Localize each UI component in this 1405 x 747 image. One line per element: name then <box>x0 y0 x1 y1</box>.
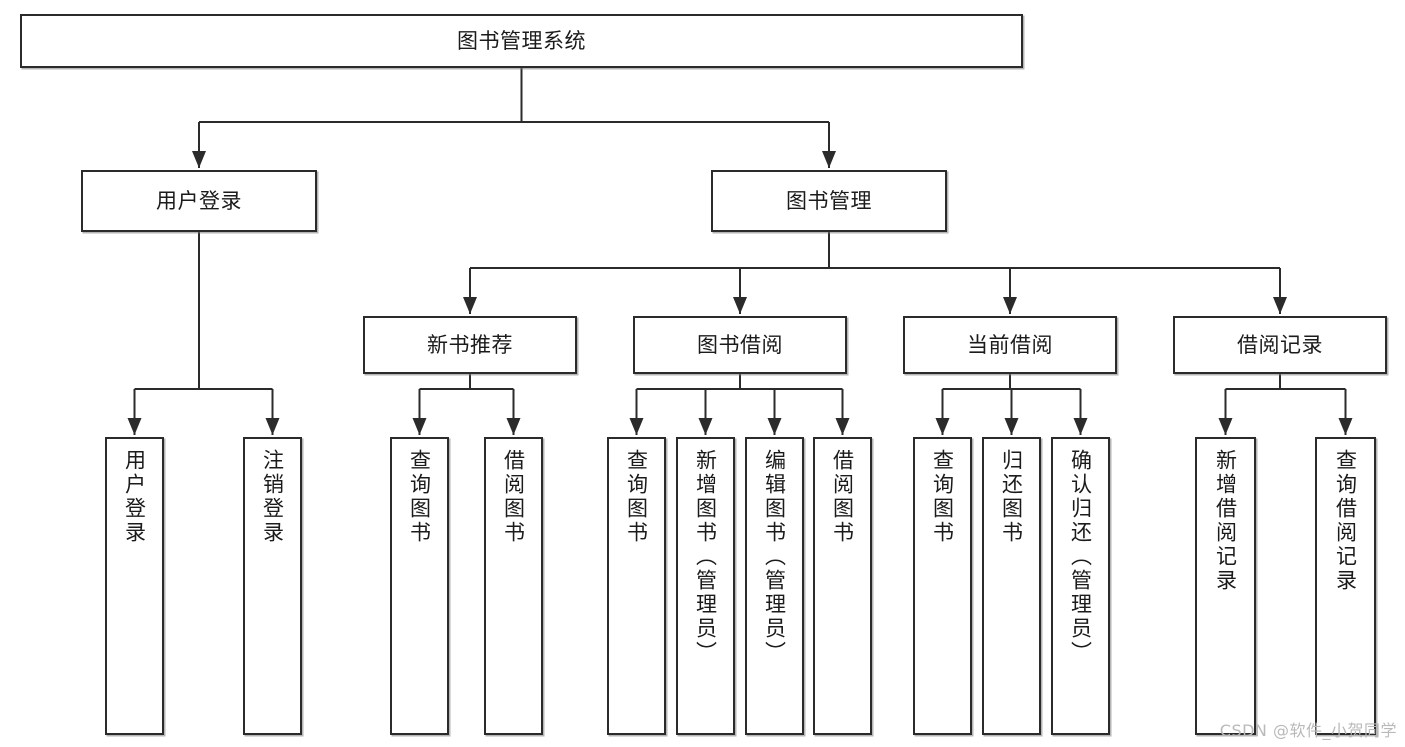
node-leaf-nb-query[interactable]: 查询图书 <box>390 437 449 735</box>
node-newbook[interactable]: 新书推荐 <box>363 316 577 374</box>
arrowhead-login <box>192 151 206 168</box>
node-leaf-user-login[interactable]: 用户登录 <box>105 437 164 735</box>
node-records[interactable]: 借阅记录 <box>1173 316 1387 374</box>
node-label: 借阅图书 <box>830 449 855 545</box>
node-label: 图书管理系统 <box>457 28 586 53</box>
node-label: 查询图书 <box>930 449 955 545</box>
node-leaf-cu-query[interactable]: 查询图书 <box>913 437 972 735</box>
watermark: CSDN @软件_小贺同学 <box>1219 721 1397 740</box>
node-label: 新增图书（管理员） <box>693 449 718 665</box>
arrowhead-borrow <box>733 297 747 314</box>
node-leaf-bo-edit[interactable]: 编辑图书（管理员） <box>745 437 804 735</box>
arrowhead-leaf-nb-borrow <box>506 418 521 435</box>
node-label: 查询图书 <box>407 449 432 545</box>
arrowhead-leaf-bo-query <box>629 418 644 435</box>
node-leaf-bo-add[interactable]: 新增图书（管理员） <box>676 437 735 735</box>
arrowhead-leaf-cu-confirm <box>1073 418 1088 435</box>
node-bookmgmt[interactable]: 图书管理 <box>711 170 947 232</box>
arrowhead-leaf-user-login <box>127 418 142 435</box>
node-login[interactable]: 用户登录 <box>81 170 317 232</box>
node-borrow[interactable]: 图书借阅 <box>633 316 847 374</box>
arrowhead-leaf-bo-add <box>698 418 713 435</box>
node-leaf-cu-confirm[interactable]: 确认归还（管理员） <box>1051 437 1110 735</box>
node-label: 注销登录 <box>260 449 285 545</box>
node-label: 用户登录 <box>156 188 242 213</box>
arrowhead-leaf-cu-return <box>1004 418 1019 435</box>
arrowhead-leaf-nb-query <box>412 418 427 435</box>
node-leaf-user-logout[interactable]: 注销登录 <box>243 437 302 735</box>
node-label: 借阅记录 <box>1237 332 1323 357</box>
node-label: 借阅图书 <box>501 449 526 545</box>
arrowhead-leaf-bo-edit <box>767 418 782 435</box>
arrowhead-leaf-bo-borrow <box>835 418 850 435</box>
node-label: 新书推荐 <box>427 332 513 357</box>
node-label: 图书管理 <box>786 188 872 213</box>
node-label: 归还图书 <box>999 449 1024 545</box>
node-label: 用户登录 <box>122 449 147 545</box>
node-leaf-bo-query[interactable]: 查询图书 <box>607 437 666 735</box>
node-label: 图书借阅 <box>697 332 783 357</box>
node-label: 新增借阅记录 <box>1213 449 1238 593</box>
arrowhead-leaf-user-logout <box>265 418 280 435</box>
node-root[interactable]: 图书管理系统 <box>20 14 1023 68</box>
node-leaf-re-add[interactable]: 新增借阅记录 <box>1195 437 1256 735</box>
node-current[interactable]: 当前借阅 <box>903 316 1117 374</box>
arrowhead-newbook <box>463 297 477 314</box>
node-label: 确认归还（管理员） <box>1068 449 1093 665</box>
node-leaf-re-query[interactable]: 查询借阅记录 <box>1315 437 1376 735</box>
arrowhead-current <box>1003 297 1017 314</box>
node-label: 编辑图书（管理员） <box>762 449 787 665</box>
node-label: 查询图书 <box>624 449 649 545</box>
node-leaf-nb-borrow[interactable]: 借阅图书 <box>484 437 543 735</box>
arrowhead-leaf-cu-query <box>935 418 950 435</box>
node-leaf-cu-return[interactable]: 归还图书 <box>982 437 1041 735</box>
arrowhead-bookmgmt <box>822 151 836 168</box>
arrowhead-leaf-re-add <box>1218 418 1233 435</box>
arrowhead-leaf-re-query <box>1338 418 1353 435</box>
arrowhead-records <box>1273 297 1287 314</box>
node-label: 当前借阅 <box>967 332 1053 357</box>
node-leaf-bo-borrow[interactable]: 借阅图书 <box>813 437 872 735</box>
node-label: 查询借阅记录 <box>1333 449 1358 593</box>
